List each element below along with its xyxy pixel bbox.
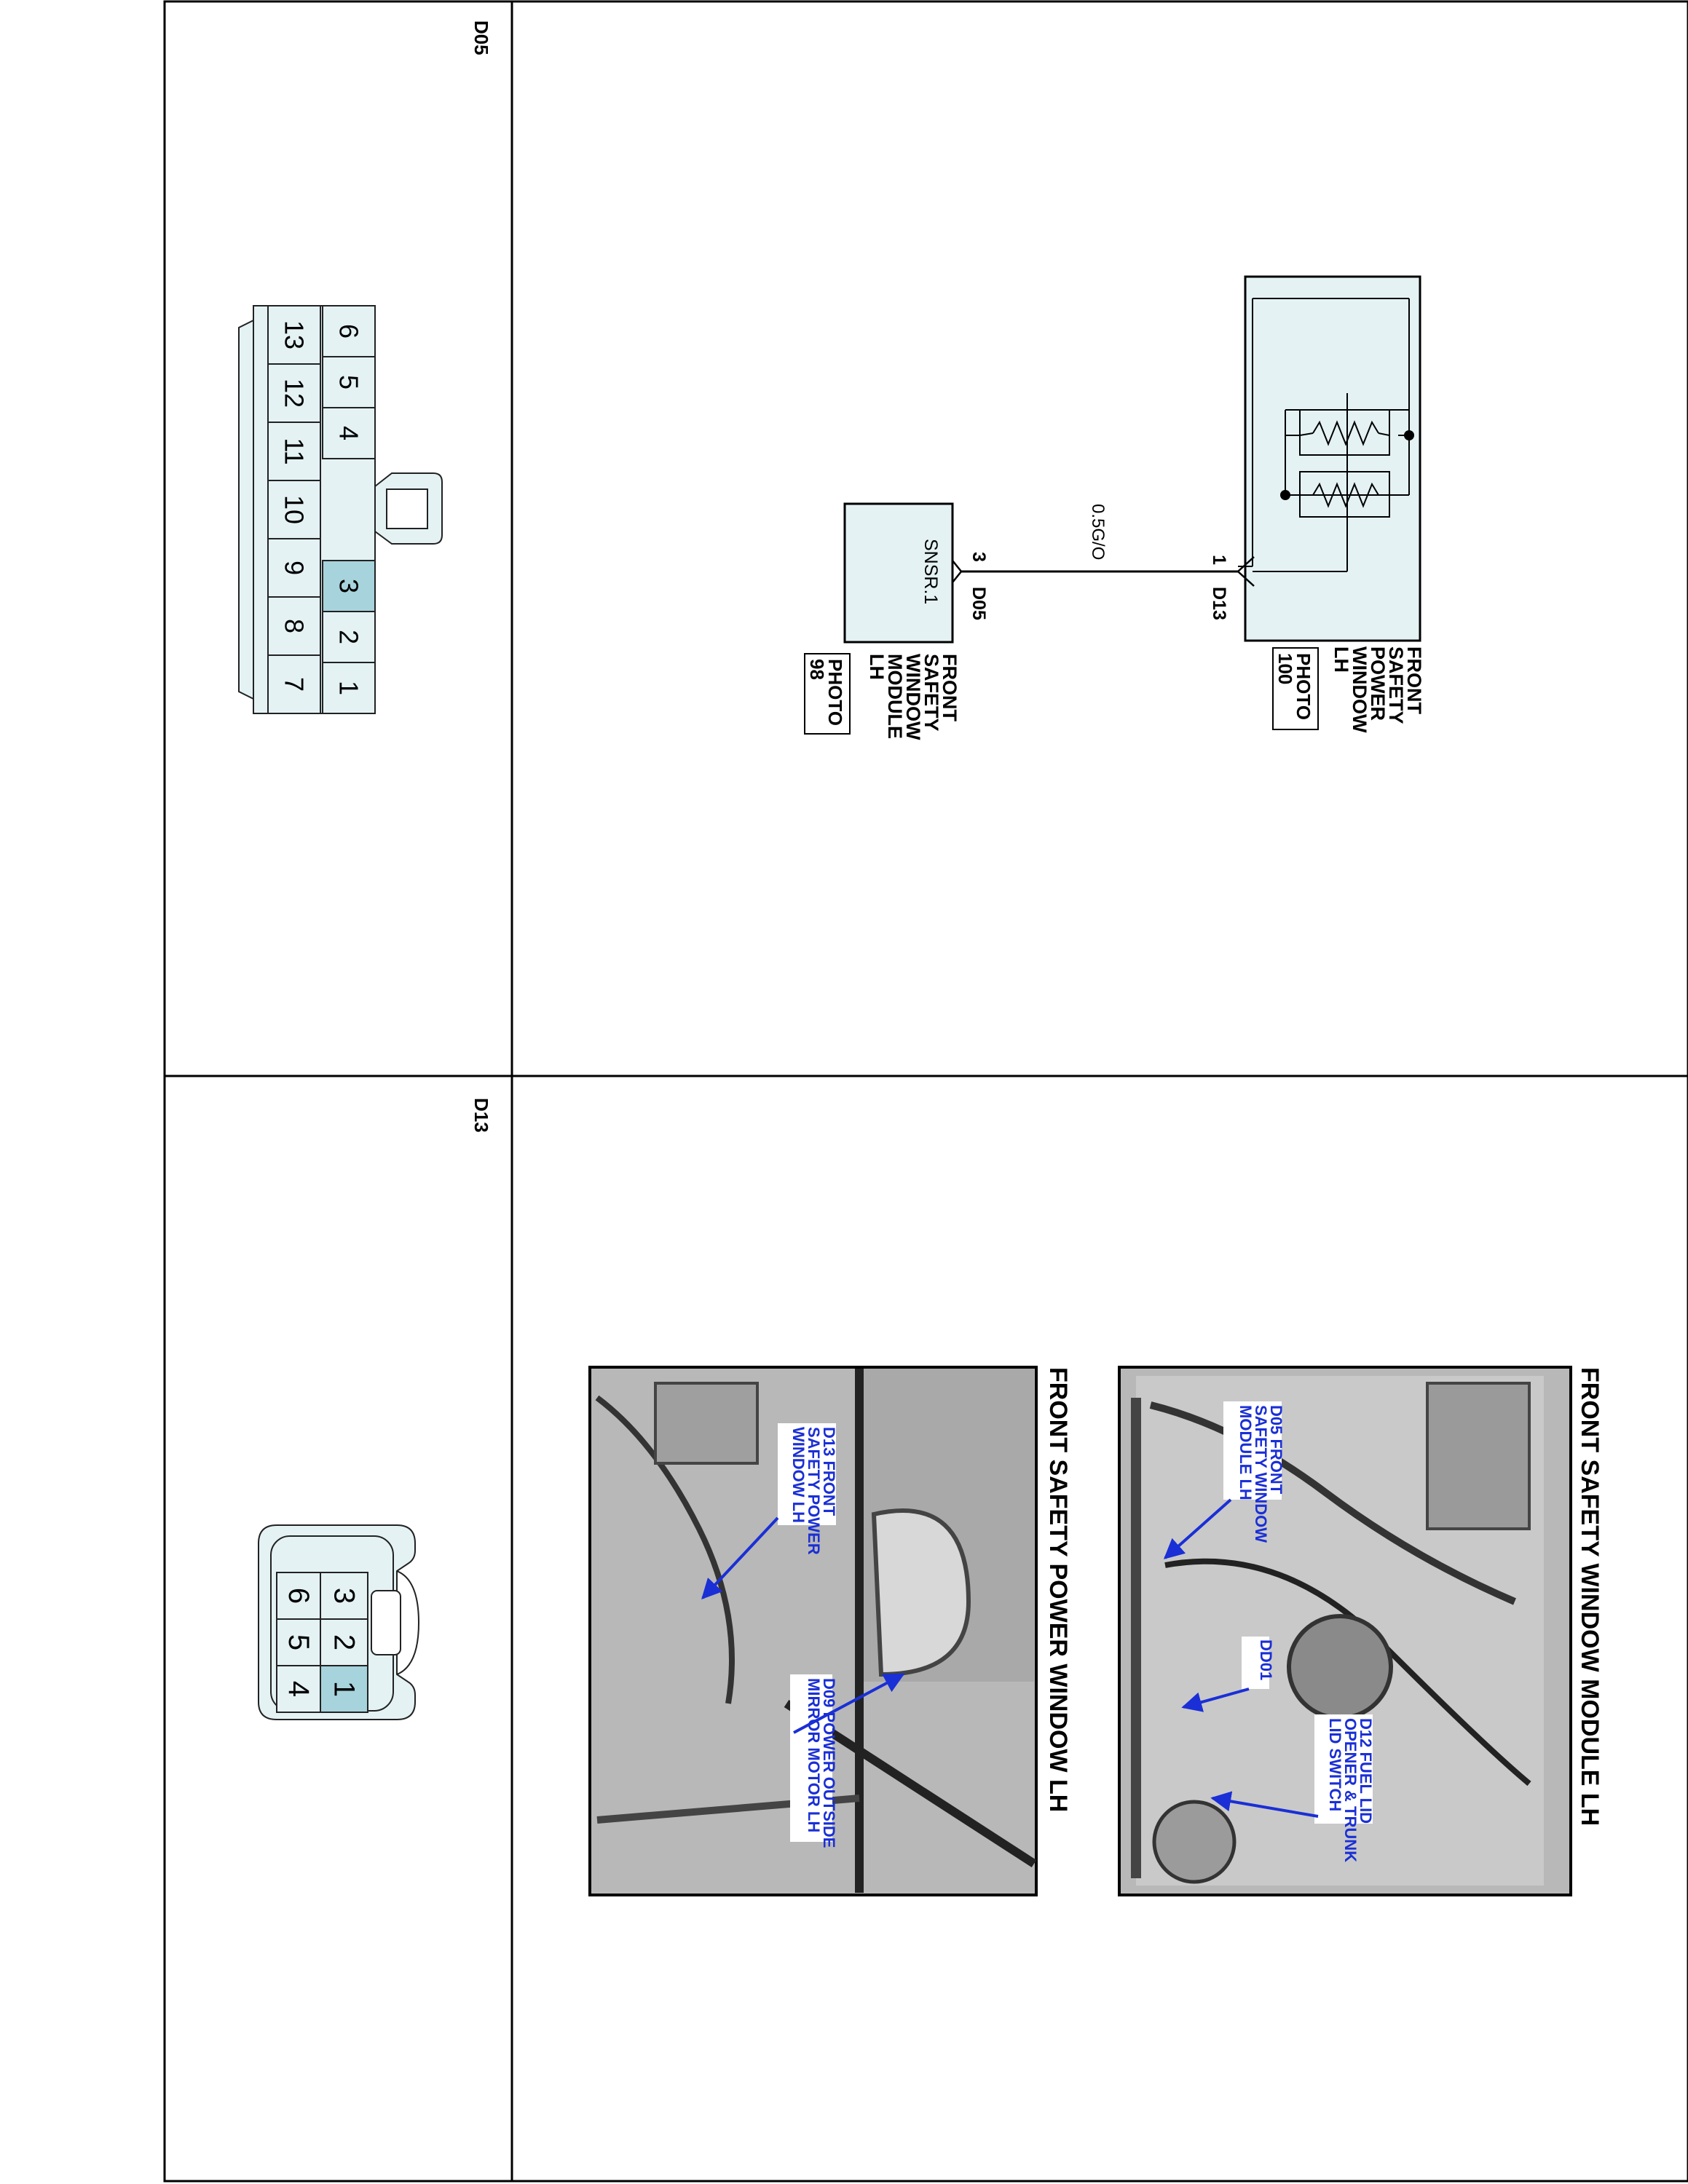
lower-pin-number: 3: [969, 552, 989, 562]
photo-front-safety-power-window: D13 FRONT SAFETY POWER WINDOW LH D09 POW…: [588, 1366, 1038, 1896]
callout-d13-line: WINDOW LH: [789, 1427, 808, 1523]
lower-name-line: FRONT: [939, 654, 961, 721]
d05-pin-cell: [322, 662, 376, 714]
d05-pin-label: 12: [280, 379, 309, 408]
terminal-snsr-1: SNSR.1: [920, 539, 941, 604]
callout-module-line: MODULE LH: [1237, 1405, 1255, 1500]
d13-pin-label: 1: [328, 1681, 360, 1697]
d05-pin-label: 2: [334, 630, 364, 644]
d13-pin-cell: [276, 1665, 321, 1713]
d05-pin-cell: [267, 480, 321, 539]
d05-pin-cell: [322, 356, 376, 408]
d13-top-row: 3 2 1: [320, 1572, 368, 1713]
d05-pin-label: 11: [280, 438, 309, 464]
lower-connector-id: D05: [969, 587, 989, 620]
connector-d05-face: 6 5 4 3 2 1 13 12 11 10 9 8 7: [238, 305, 443, 714]
d13-bottom-row: 6 5 4: [276, 1572, 321, 1713]
upper-name-line: WINDOW: [1349, 646, 1370, 733]
d05-bottom-row: 13 12 11 10 9 8 7: [267, 305, 321, 714]
upper-component-name: FRONT SAFETY POWER WINDOW LH: [1330, 646, 1425, 733]
d05-pin-label: 10: [280, 495, 309, 524]
callout-d12-line: OPENER & TRUNK: [1341, 1718, 1360, 1862]
upper-name-line: POWER: [1367, 646, 1389, 721]
lower-name-line: LH: [866, 654, 888, 680]
page-frame: [163, 0, 1688, 2183]
upper-photo-box: [1272, 647, 1319, 730]
d05-pin-cell: [267, 538, 321, 598]
upper-photo-line: 100: [1274, 653, 1296, 684]
d05-pin-label: 9: [280, 561, 309, 575]
callout-d09-line: MIRROR MOTOR LH: [805, 1678, 823, 1832]
d13-pin-cell: [320, 1572, 368, 1620]
upper-name-line: FRONT: [1403, 646, 1425, 714]
callout-dd01: DD01: [1257, 1639, 1275, 1680]
callout-module-line: SAFETY WINDOW: [1252, 1405, 1270, 1543]
lower-component-name: FRONT SAFETY WINDOW MODULE LH: [866, 654, 961, 740]
upper-name-line: SAFETY: [1385, 646, 1407, 724]
photo-front-safety-window-module: D05 FRONT SAFETY WINDOW MODULE LH DD01 D…: [1118, 1366, 1572, 1896]
d05-pin-label: 13: [280, 320, 309, 349]
d05-pin-cell: [267, 596, 321, 656]
lower-name-line: MODULE: [884, 654, 906, 739]
connector-id-d05: D05: [470, 20, 492, 55]
d13-pin-label: 6: [283, 1588, 315, 1604]
upper-pin-number: 1: [1209, 555, 1229, 565]
d13-pin-label: 5: [283, 1634, 315, 1650]
d05-pin-cell: [322, 611, 376, 663]
d13-pin-label: 3: [328, 1588, 360, 1604]
d05-pin-cell: [322, 407, 376, 459]
component-front-safety-power-window-lh: [1237, 275, 1421, 642]
photo-title-module: FRONT SAFETY WINDOW MODULE LH: [1576, 1367, 1604, 1826]
lower-photo-box: [804, 653, 851, 735]
d13-pin-label: 4: [283, 1681, 315, 1697]
d05-pin-cell: [322, 305, 376, 357]
d05-pin-label: 3: [334, 579, 364, 593]
d05-pin-label: 4: [334, 426, 364, 440]
callout-d13-line: SAFETY POWER: [805, 1427, 823, 1555]
lower-photo-line: PHOTO: [824, 659, 846, 726]
callout-module-line: D05 FRONT: [1267, 1405, 1285, 1495]
callout-d12-line: LID SWITCH: [1326, 1718, 1344, 1811]
d05-pin-label: 6: [334, 324, 364, 339]
d05-pin-label: 7: [280, 677, 309, 692]
photo-title-power-window: FRONT SAFETY POWER WINDOW LH: [1044, 1367, 1072, 1812]
d05-pin-cell: [267, 363, 321, 423]
upper-photo-line: PHOTO: [1293, 653, 1314, 720]
d05-pin-cell: [267, 654, 321, 714]
d13-pin-cell: [320, 1618, 368, 1666]
connector-id-d13: D13: [470, 1098, 492, 1133]
d05-pin-label: 5: [334, 375, 364, 389]
callout-d12-line: D12 FUEL LID: [1357, 1718, 1375, 1824]
lower-name-line: WINDOW: [902, 654, 924, 740]
d05-top-row: 6 5 4 3 2 1: [322, 305, 376, 714]
d05-pin-cell: [267, 305, 321, 365]
d05-pin-cell: [267, 422, 321, 481]
connector-d13-face: 3 2 1 6 5 4: [258, 1524, 420, 1720]
callout-d13-line: D13 FRONT: [820, 1427, 838, 1516]
d05-pin-label: 8: [280, 619, 309, 633]
lower-photo-line: 98: [806, 659, 828, 680]
upper-connector-id: D13: [1209, 587, 1229, 620]
callout-d09-line: D09 POWER OUTSIDE: [820, 1678, 838, 1848]
d13-pin-cell: [320, 1665, 368, 1713]
d13-pin-label: 2: [328, 1634, 360, 1650]
lower-name-line: SAFETY: [920, 654, 942, 732]
wire-label: 0.5G/O: [1088, 504, 1108, 560]
component-front-safety-window-module-lh: [843, 502, 963, 644]
upper-name-line: LH: [1330, 646, 1352, 673]
d05-pin-label: 1: [334, 681, 364, 695]
